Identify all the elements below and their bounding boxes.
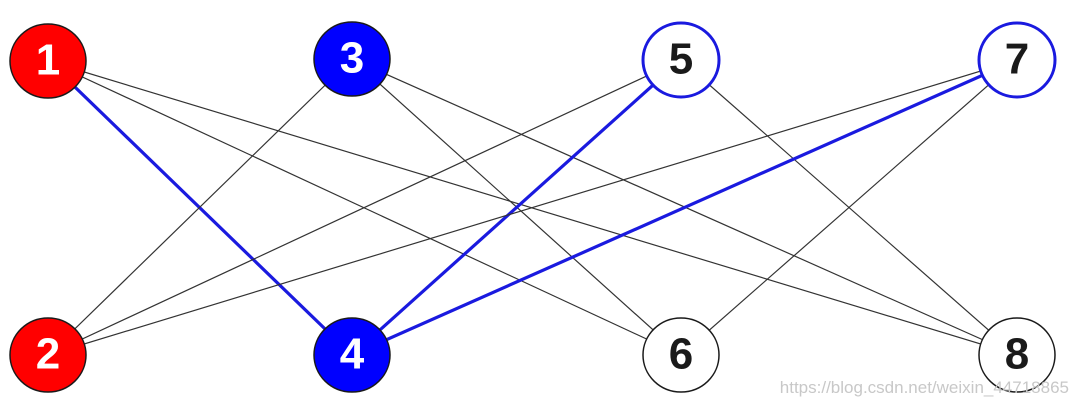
nodes-layer: 1 3 5 7 2 4 6 8 — [9, 21, 1057, 393]
node-5-label: 5 — [669, 35, 693, 84]
edge-5-2 — [47, 59, 682, 356]
node-6-circle — [642, 317, 720, 393]
node-1-label: 1 — [36, 36, 60, 85]
node-1: 1 — [9, 23, 87, 99]
node-6-label: 6 — [669, 330, 693, 379]
node-2-label: 2 — [36, 330, 60, 379]
node-3: 3 — [313, 21, 391, 97]
node-7: 7 — [977, 21, 1057, 99]
node-5: 5 — [641, 21, 721, 99]
node-8: 8 — [978, 317, 1056, 393]
node-4-label: 4 — [340, 330, 365, 379]
node-3-circle — [313, 21, 391, 97]
edge-5-4-matched — [350, 58, 683, 357]
edge-7-2 — [47, 59, 1018, 356]
edge-3-2 — [47, 58, 353, 356]
node-1-circle — [9, 23, 87, 99]
node-4-circle — [313, 317, 391, 393]
edge-7-4-matched — [351, 58, 1018, 357]
node-3-label: 3 — [340, 34, 364, 83]
watermark-text: https://blog.csdn.net/weixin_44718865 — [779, 378, 1069, 397]
node-5-circle — [641, 21, 721, 99]
edge-7-6 — [680, 59, 1018, 356]
node-2: 2 — [9, 317, 87, 393]
edge-1-4-matched — [46, 59, 354, 357]
node-6: 6 — [642, 317, 720, 393]
node-8-label: 8 — [1005, 330, 1029, 379]
node-4: 4 — [313, 317, 391, 393]
node-2-circle — [9, 317, 87, 393]
node-7-label: 7 — [1005, 35, 1029, 84]
node-8-circle — [978, 317, 1056, 393]
edges-layer — [46, 58, 1018, 357]
node-7-circle — [977, 21, 1057, 99]
